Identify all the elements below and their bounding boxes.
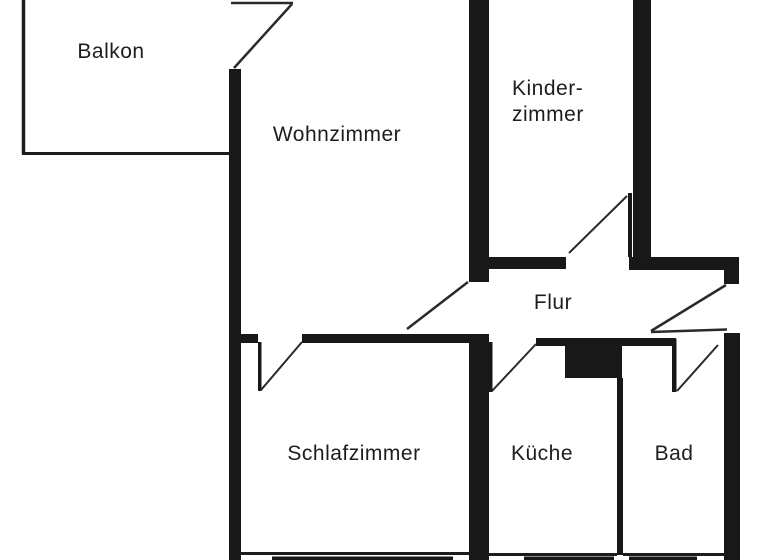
kinderzimmer-right-wall bbox=[633, 0, 651, 258]
window-sill-schlafzimmer bbox=[272, 556, 453, 560]
kueche-door-leaf bbox=[489, 342, 493, 392]
schlafzimmer-top-wall-left bbox=[229, 334, 258, 343]
flur-top-wall-left bbox=[481, 257, 566, 269]
wohnzimmer-door-swing-line bbox=[406, 281, 469, 330]
window-sill-bad bbox=[629, 556, 697, 560]
kueche-bad-wall bbox=[617, 378, 623, 555]
kueche-door-swing-line bbox=[491, 343, 537, 392]
bad-door-swing-line bbox=[676, 344, 719, 392]
entry-door-swing-line-upper bbox=[650, 283, 727, 333]
entry-corner-block bbox=[724, 257, 739, 284]
room-flur bbox=[489, 270, 724, 334]
kinderzimmer-door-leaf bbox=[628, 193, 632, 257]
exterior-right-wall bbox=[724, 333, 740, 560]
exterior-left-wall bbox=[229, 69, 241, 560]
room-kinderzimmer bbox=[489, 0, 633, 257]
kinderzimmer-label: Kinder- zimmer bbox=[512, 76, 584, 128]
wohnzimmer-kinderzimmer-wall bbox=[469, 0, 489, 282]
schlafzimmer-top-wall-right bbox=[302, 334, 489, 343]
room-wohnzimmer bbox=[241, 0, 469, 334]
entry-door-swing-line-lower bbox=[650, 328, 728, 334]
window-sill-kueche bbox=[524, 556, 614, 560]
balkon-label: Balkon bbox=[77, 40, 145, 63]
schlafzimmer-kueche-wall bbox=[469, 334, 489, 560]
flur-top-wall-right bbox=[629, 257, 739, 270]
kinderzimmer-label-line1: Kinder- bbox=[512, 77, 584, 100]
kinderzimmer-label-line2: zimmer bbox=[512, 103, 584, 126]
room-balkon bbox=[25, 0, 229, 153]
schlafzimmer-label: Schlafzimmer bbox=[287, 442, 421, 465]
kueche-label: Küche bbox=[510, 442, 574, 465]
wohnzimmer-label: Wohnzimmer bbox=[272, 123, 402, 146]
kinderzimmer-door-swing-line bbox=[568, 195, 628, 254]
utility-shaft-block bbox=[565, 344, 622, 378]
bad-door-leaf bbox=[672, 339, 677, 392]
schlafzimmer-door-swing-line bbox=[260, 341, 303, 391]
balcony-door-swing-line bbox=[233, 3, 293, 69]
schlafzimmer-door-leaf bbox=[258, 342, 262, 391]
kueche-bad-top-wall bbox=[536, 338, 676, 346]
bad-label: Bad bbox=[654, 442, 694, 465]
flur-label: Flur bbox=[533, 291, 573, 314]
